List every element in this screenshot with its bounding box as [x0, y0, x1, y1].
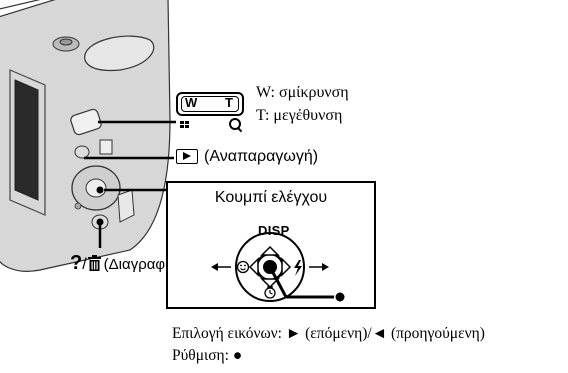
zoom-t-key: T	[225, 95, 233, 110]
zoom-t-label: T: μεγέθυνση	[256, 107, 343, 124]
playback-label: (Αναπαραγωγή)	[204, 148, 319, 165]
caption-select-images: Επιλογή εικόνων: ► (επόμενη)/◄ (προηγούμ…	[172, 325, 485, 342]
help-icon: ?	[70, 252, 83, 274]
zoom-w-label: W: σμίκρυνση	[256, 84, 349, 101]
zoom-lever-icon: W T	[176, 92, 244, 116]
set-bullet-icon	[335, 292, 345, 302]
smile-icon	[236, 260, 250, 274]
delete-label: (Διαγραφή)	[103, 256, 179, 273]
disp-label: DISP	[258, 223, 290, 238]
camera-screen	[14, 79, 39, 201]
right-arrow-icon	[309, 263, 329, 271]
magnify-icon	[229, 118, 243, 133]
zoom-lever-on-body	[70, 108, 102, 136]
left-arrow-icon	[211, 263, 231, 271]
index-grid-icon	[180, 121, 190, 129]
zoom-w-key: W	[185, 95, 198, 110]
control-wheel-diagram	[211, 232, 345, 302]
flash-icon	[294, 260, 302, 276]
playback-icon	[176, 149, 198, 165]
caption-set: Ρύθμιση: ●	[172, 347, 243, 364]
center-pointer-line	[268, 266, 334, 299]
self-timer-icon	[264, 286, 276, 299]
camera-top-edge	[0, 0, 41, 10]
trash-icon	[87, 255, 101, 271]
playback-button-on-body	[74, 145, 90, 159]
shutter-button	[84, 35, 155, 72]
control-button-panel: Κουμπί ελέγχου	[166, 181, 376, 309]
delete-label-row: ?/ (Διαγραφή)	[70, 252, 179, 274]
control-button-title: Κουμπί ελέγχου	[214, 189, 328, 206]
playback-label-row: (Αναπαραγωγή)	[176, 148, 318, 166]
